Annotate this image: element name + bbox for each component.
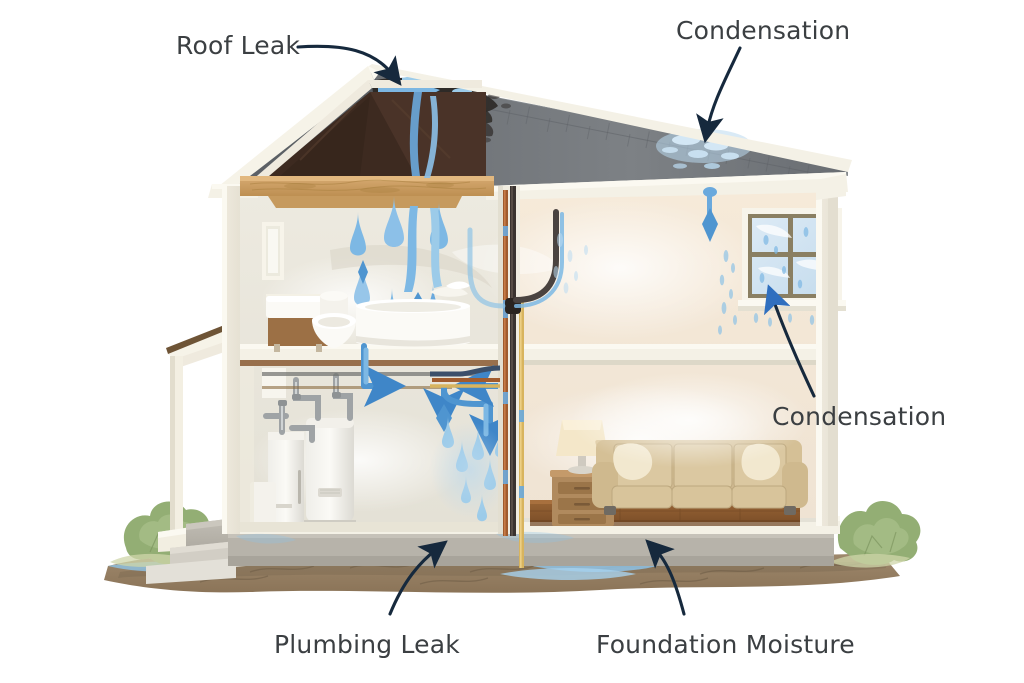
arrow-condensation-top [696, 46, 742, 144]
label-roof-leak: Roof Leak [176, 31, 301, 60]
bathroom [262, 222, 470, 352]
label-foundation-moisture: Foundation Moisture [596, 630, 855, 659]
toilet [266, 291, 356, 348]
ceiling-condensation-drip [702, 187, 718, 242]
label-arrows [296, 44, 742, 616]
attic-cavity [240, 80, 494, 208]
bathtub [356, 299, 470, 347]
wall-condensation-streaks [718, 250, 815, 335]
furnace [268, 432, 304, 524]
basement-wall-left [240, 366, 498, 532]
arrow-condensation-right [764, 284, 816, 398]
bathroom-window [262, 222, 284, 280]
living-room [530, 372, 810, 526]
arrow-foundation-moisture [645, 539, 686, 616]
basement-drips [430, 416, 510, 522]
interior-floors [236, 344, 832, 366]
label-condensation-top: Condensation [676, 16, 851, 45]
arrow-roof-leak [296, 44, 402, 86]
plumbing-stack [430, 186, 564, 568]
porch-steps [146, 516, 252, 584]
wall-damp-marks [553, 233, 588, 294]
bath-accessories [430, 281, 470, 297]
house-framing-edges [222, 174, 846, 534]
shrub-right [830, 500, 921, 568]
label-condensation-right: Condensation [772, 402, 947, 431]
label-plumbing-leak: Plumbing Leak [274, 630, 460, 659]
arrow-plumbing-leak [388, 540, 448, 616]
